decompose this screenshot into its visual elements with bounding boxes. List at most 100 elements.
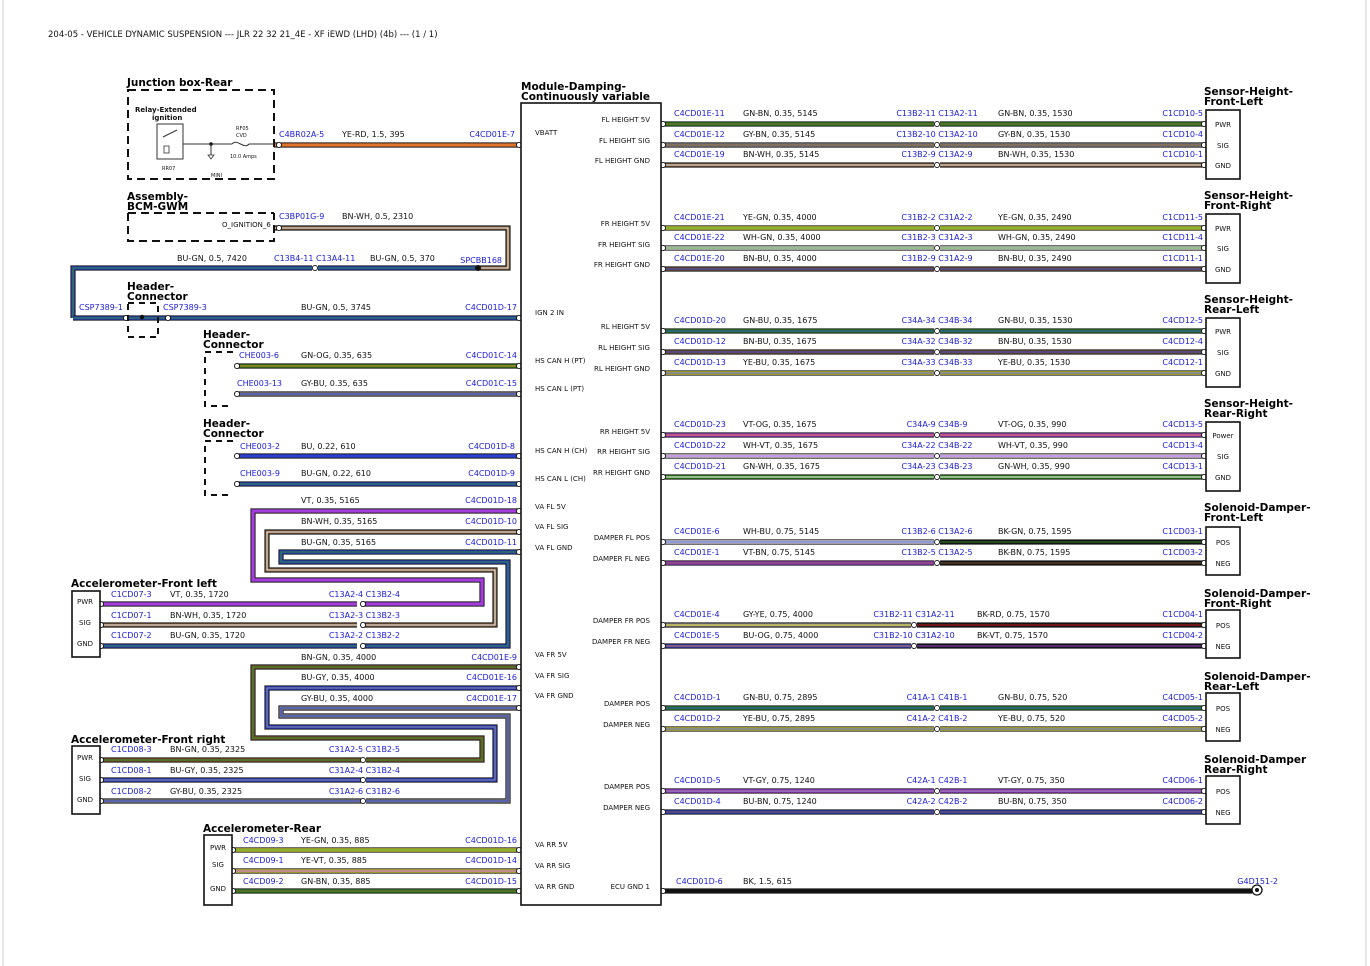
sensor-0-pin-1: SIG	[1217, 142, 1229, 150]
left-wire-9-to: C4CD01D-9	[468, 469, 515, 478]
left-wire-19-spec: BN-GN, 0.35, 2325	[170, 745, 245, 754]
right-wire-5-spec1: BN-BU, 0.35, 4000	[743, 254, 817, 263]
accelerometer-front-left: Accelerometer-Front left PWR SIG GND	[71, 578, 217, 658]
right-wire-18-spec1: VT-GY, 0.75, 1240	[743, 776, 815, 785]
right-wire-18-spec2: VT-GY, 0.75, 350	[998, 776, 1065, 785]
left-wire-7-spec: GY-BU, 0.35, 635	[301, 379, 368, 388]
right-wire-7-spec2: BN-BU, 0.35, 1530	[998, 337, 1072, 346]
junction-box-title: Junction box-Rear	[126, 77, 233, 89]
bcm-gwm: Assembly- BCM-GWM O_IGNITION_6	[127, 191, 275, 242]
accel-rear-title: Accelerometer-Rear	[203, 823, 322, 835]
splice-icon	[933, 473, 941, 481]
right-wire-14-splice: C31B2-11 C31A2-11	[873, 610, 954, 619]
splice-icon	[933, 265, 941, 273]
sensor-3-title-1: Sensor-Height-	[1204, 398, 1293, 410]
left-wire-3-to: SPCBB168	[460, 256, 502, 265]
accel-fr-title: Accelerometer-Front right	[71, 734, 225, 746]
left-wire-9-spec: BU-GN, 0.22, 610	[301, 469, 371, 478]
right-wire-17-spec2: YE-BU, 0.75, 520	[997, 714, 1065, 723]
left-terminal	[275, 141, 283, 149]
left-wire-21-spec: GY-BU, 0.35, 2325	[170, 787, 242, 796]
left-wire-0-to: C4CD01E-7	[469, 130, 515, 139]
left-wire-3-from: C13B4-11 C13A4-11	[274, 254, 355, 263]
left-wire-10	[250, 508, 519, 607]
right-wire-11-spec1: GN-WH, 0.35, 1675	[743, 462, 820, 471]
right-wire-14-spec2: BK-RD, 0.75, 1570	[977, 610, 1050, 619]
module-pin-15: FL HEIGHT 5V	[602, 116, 651, 124]
module-pin-11: VA FR GND	[535, 692, 574, 700]
module-pin-14: VA RR GND	[535, 883, 574, 891]
right-wire-16-splice: C41A-1 C41B-1	[907, 693, 968, 702]
left-terminal	[275, 224, 283, 232]
right-wire-19-c1: C4CD01D-4	[674, 797, 721, 806]
right-wire-4-splice: C31B2-3 C31A2-3	[901, 233, 972, 242]
right-wire-7-c2: C4CD12-4	[1162, 337, 1203, 346]
right-wire-7-c1: C4CD01D-12	[674, 337, 726, 346]
module-pin-5: HS CAN L (CH)	[535, 475, 586, 483]
left-wire-6-from: CHE003-6	[239, 351, 279, 360]
accel-fr-pin-sig: SIG	[79, 775, 91, 783]
header-connector-2-title-2: Connector	[203, 339, 264, 351]
right-wire-8-c2: C4CD12-1	[1162, 358, 1203, 367]
splice-icon	[933, 559, 941, 567]
left-wire-12-spec: BU-GN, 0.35, 5165	[301, 538, 376, 547]
left-wire-22-to: C4CD01D-16	[465, 836, 517, 845]
sensor-6-pin-1: NEG	[1215, 726, 1230, 734]
fuse-rating: 10.0 Amps	[230, 154, 257, 160]
sensor-0-title-2: Front-Left	[1204, 96, 1263, 108]
module-pin-33: DAMPER POS	[604, 783, 651, 791]
sensor-6-title-1: Solenoid-Damper-	[1204, 671, 1311, 683]
right-wire-0-spec2: GN-BN, 0.35, 1530	[998, 109, 1073, 118]
left-wire-22-spec: YE-GN, 0.35, 885	[300, 836, 370, 845]
right-wire-9-splice: C34A-9 C34B-9	[907, 420, 968, 429]
sensor-0-pin-2: GND	[1215, 162, 1231, 170]
right-wire-13-splice: C13B2-5 C13A2-5	[901, 548, 972, 557]
left-wire-24-from: C4CD09-2	[243, 877, 284, 886]
module-title-1: Module-Damping-	[521, 81, 626, 93]
right-wire-4-c2: C1CD11-4	[1162, 233, 1203, 242]
module-pin-29: DAMPER FR POS	[593, 617, 651, 625]
sensor-6-pin-0: POS	[1216, 705, 1231, 713]
module-pin-31: DAMPER POS	[604, 700, 651, 708]
splice-icon	[933, 431, 941, 439]
module-pin-27: DAMPER FL POS	[594, 534, 651, 542]
right-wire-8-splice: C34A-33 C34B-33	[902, 358, 973, 367]
module-pin-7: VA FL SIG	[535, 523, 568, 531]
damping-module: Module-Damping- Continuously variable	[520, 81, 662, 906]
right-wire-8-spec2: YE-BU, 0.35, 1530	[997, 358, 1070, 367]
right-wire-6-spec1: GN-BU, 0.35, 1675	[743, 316, 817, 325]
sensor-4-pin-0: POS	[1216, 539, 1231, 547]
splice-icon	[359, 756, 367, 764]
right-wire-11-c1: C4CD01D-21	[674, 462, 726, 471]
header-connector-2-title-1: Header-	[203, 329, 250, 341]
module-pin-25: RR HEIGHT SIG	[597, 448, 650, 456]
splice-icon	[933, 244, 941, 252]
sensor-2-title-2: Rear-Left	[1204, 304, 1259, 316]
right-wire-8-c1: C4CD01D-13	[674, 358, 726, 367]
sensor-5-pin-1: NEG	[1215, 643, 1230, 651]
right-wire-8-spec1: YE-BU, 0.35, 1675	[742, 358, 815, 367]
right-wire-1-spec1: GY-BN, 0.35, 5145	[743, 130, 815, 139]
splice-icon	[311, 264, 319, 272]
right-wire-14-c1: C4CD01E-4	[674, 610, 720, 619]
splice-icon	[359, 797, 367, 805]
right-wire-13-spec2: BK-BN, 0.75, 1595	[998, 548, 1070, 557]
right-wire-0-c1: C4CD01E-11	[674, 109, 725, 118]
left-terminal	[233, 480, 241, 488]
left-wire-9-from: CHE003-9	[240, 469, 280, 478]
left-wire-18	[278, 705, 519, 804]
right-wire-2-spec2: BN-WH, 0.35, 1530	[998, 150, 1074, 159]
right-wire-11-splice: C34A-23 C34B-23	[902, 462, 973, 471]
left-wire-19-from: C1CD08-3	[111, 745, 152, 754]
right-wire-11-spec2: GN-WH, 0.35, 990	[998, 462, 1070, 471]
relay-label-2: ignition	[152, 114, 182, 122]
left-wire-0-from: C4BR02A-5	[279, 130, 324, 139]
left-wire-8-from: CHE003-2	[240, 442, 280, 451]
left-wire-12-to: C4CD01D-11	[465, 538, 517, 547]
sensor-3-pin-0: Power	[1212, 432, 1233, 440]
right-wire-6-c2: C4CD12-5	[1162, 316, 1203, 325]
ground-terminal-icon	[1251, 884, 1263, 896]
right-wire-6-spec2: GN-BU, 0.35, 1530	[998, 316, 1072, 325]
module-pin-13: VA RR SIG	[535, 862, 570, 870]
left-wire-20-to: C31A2-4 C31B2-4	[329, 766, 400, 775]
